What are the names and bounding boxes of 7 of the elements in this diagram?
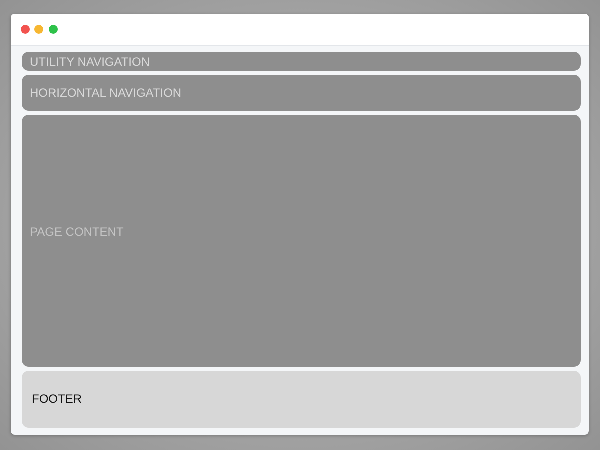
footer-panel <box>22 371 581 428</box>
horizontal-navigation-bar <box>22 75 581 111</box>
section-label: UTILITY NAVIGATION <box>30 55 150 69</box>
section-label: HORIZONTAL NAVIGATION <box>30 86 182 100</box>
page-content-panel <box>22 115 581 367</box>
utility-navigation-bar <box>22 52 581 71</box>
section-label: FOOTER <box>32 392 82 406</box>
